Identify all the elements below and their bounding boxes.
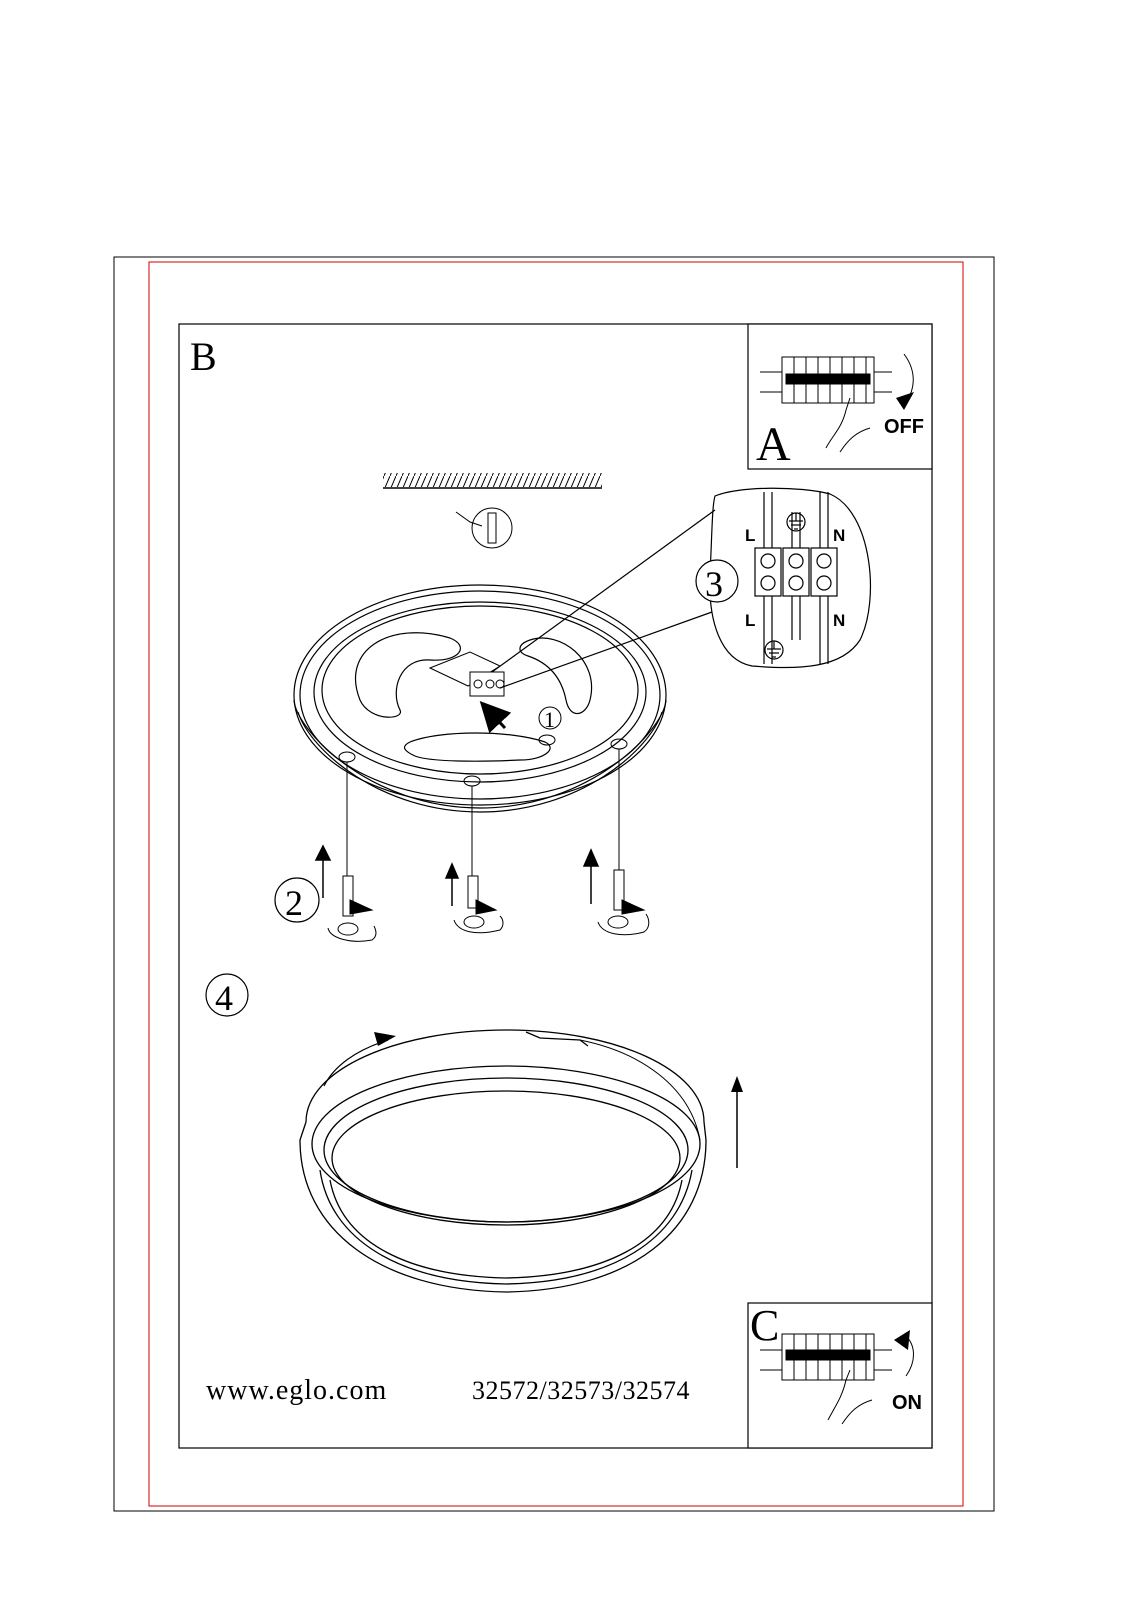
rotate-arrow-right: [580, 1040, 700, 1140]
screw-icon: [598, 870, 649, 935]
terminal-label-l-bottom: L: [745, 611, 755, 630]
step-2-marker: 2: [275, 878, 319, 923]
lamp-base: [294, 585, 666, 812]
panel-label-c: C: [750, 1301, 779, 1350]
inset-c: C ON: [748, 1301, 932, 1448]
up-arrows: [316, 846, 598, 906]
panel-label-a: A: [756, 418, 791, 471]
screw-guide-lines: [347, 749, 619, 888]
switch-state-off: OFF: [884, 416, 924, 438]
terminal-label-n-top: N: [833, 526, 845, 545]
step-1-marker: 1: [490, 707, 561, 732]
base-screw-holes: [339, 735, 627, 786]
switch-state-on: ON: [892, 1392, 922, 1414]
step-2-number: 2: [285, 883, 303, 923]
screw-icon: [454, 876, 503, 933]
rotate-arrow: [324, 1040, 388, 1086]
ground-symbol: [787, 513, 805, 531]
wiring-detail: [492, 488, 870, 688]
ceiling-hatch: [383, 473, 602, 487]
step-3-number: 3: [705, 564, 723, 604]
step-3-marker: 3: [696, 560, 738, 604]
website-link[interactable]: www.eglo.com: [206, 1375, 387, 1406]
inset-a: A OFF: [748, 324, 932, 471]
panel-label-b: B: [190, 334, 217, 379]
model-numbers: 32572/32573/32574: [472, 1376, 690, 1405]
ground-symbol: [765, 641, 783, 659]
lamp-cover: [300, 1030, 706, 1292]
push-up-arrow: [731, 1076, 743, 1168]
step-1-number: 1: [544, 707, 555, 732]
step-4-marker: 4: [206, 974, 248, 1018]
terminal-label-l-top: L: [745, 526, 755, 545]
screw-icon: [328, 876, 376, 941]
wall-plug-icon: [456, 508, 512, 548]
terminal-block: [430, 652, 504, 696]
terminal-label-n-bottom: N: [833, 611, 845, 630]
step-4-number: 4: [215, 978, 233, 1018]
